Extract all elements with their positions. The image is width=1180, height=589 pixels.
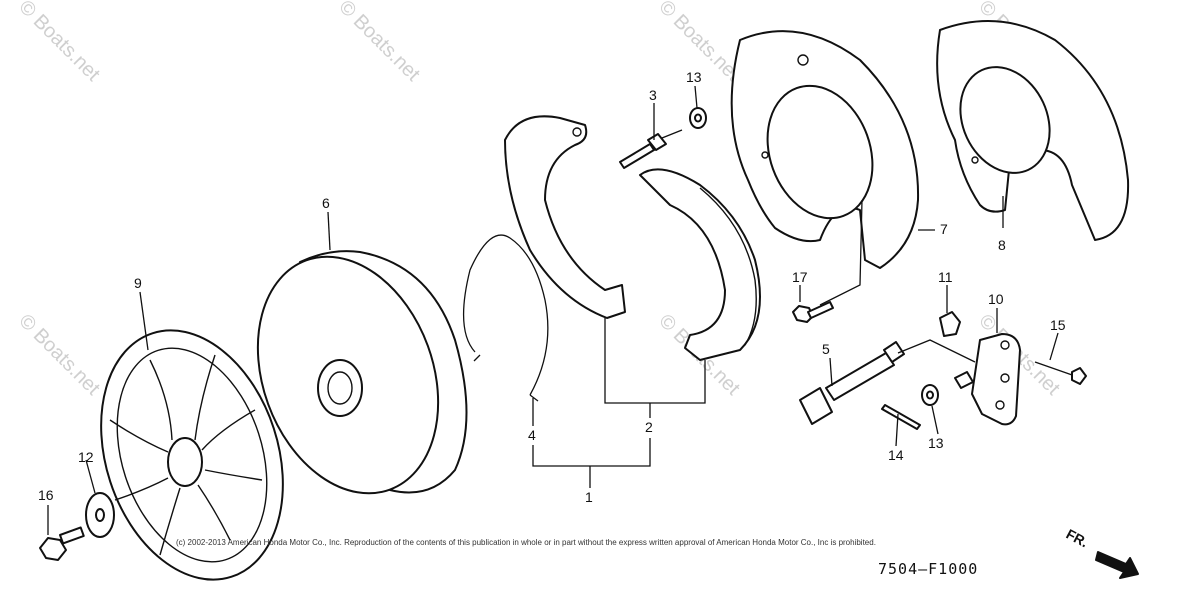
return-spring-part[interactable] [462, 234, 549, 402]
clip-part[interactable] [939, 311, 961, 337]
callout-12: 12 [78, 449, 94, 465]
brake-cam-part[interactable] [799, 341, 905, 425]
callouts: 9 6 12 16 4 1 2 3 13 7 8 17 11 10 15 5 1… [38, 69, 1066, 505]
callout-11: 11 [938, 269, 953, 285]
front-direction-arrow-icon [1095, 551, 1139, 579]
callout-5: 5 [822, 341, 830, 357]
brake-arm-part[interactable] [954, 333, 1021, 426]
callout-9: 9 [134, 275, 142, 291]
callout-7: 7 [940, 221, 948, 237]
bolt-17-part[interactable] [792, 301, 834, 323]
brake-drum-part[interactable] [226, 231, 469, 518]
pivot-bolt-part[interactable] [619, 129, 683, 169]
callout-13-lower: 13 [928, 435, 944, 451]
callout-16: 16 [38, 487, 54, 503]
dust-cover-part[interactable] [936, 20, 1130, 241]
washer-upper-part[interactable] [689, 107, 707, 129]
washer-lower-part[interactable] [921, 384, 939, 406]
watermark-5: © Boats.net [14, 310, 104, 400]
callout-2: 2 [645, 419, 653, 435]
flange-bolt-part[interactable] [39, 526, 85, 561]
bolt-15-part[interactable] [1034, 361, 1087, 385]
brake-panel-part[interactable] [730, 30, 920, 269]
copyright-notice: (c) 2002-2013 American Honda Motor Co., … [176, 538, 876, 547]
leader-lines [47, 85, 1059, 535]
brake-shoe-lower-part[interactable] [639, 168, 761, 361]
diagram-code: 7504—F1000 [878, 560, 979, 578]
watermark-1: © Boats.net [14, 0, 104, 86]
callout-17: 17 [792, 269, 808, 285]
callout-8: 8 [998, 237, 1006, 253]
callout-10: 10 [988, 291, 1004, 307]
callout-6: 6 [322, 195, 330, 211]
watermark-2: © Boats.net [334, 0, 424, 86]
brake-shoe-upper-part[interactable] [504, 115, 626, 319]
washer-part[interactable] [85, 492, 115, 538]
callout-15: 15 [1050, 317, 1066, 333]
callout-14: 14 [888, 447, 904, 463]
cotter-pin-part[interactable] [881, 404, 921, 430]
callout-3: 3 [649, 87, 657, 103]
callout-13-upper: 13 [686, 69, 702, 85]
callout-1: 1 [585, 489, 593, 505]
cover-part[interactable] [71, 307, 314, 589]
callout-4: 4 [528, 427, 536, 443]
